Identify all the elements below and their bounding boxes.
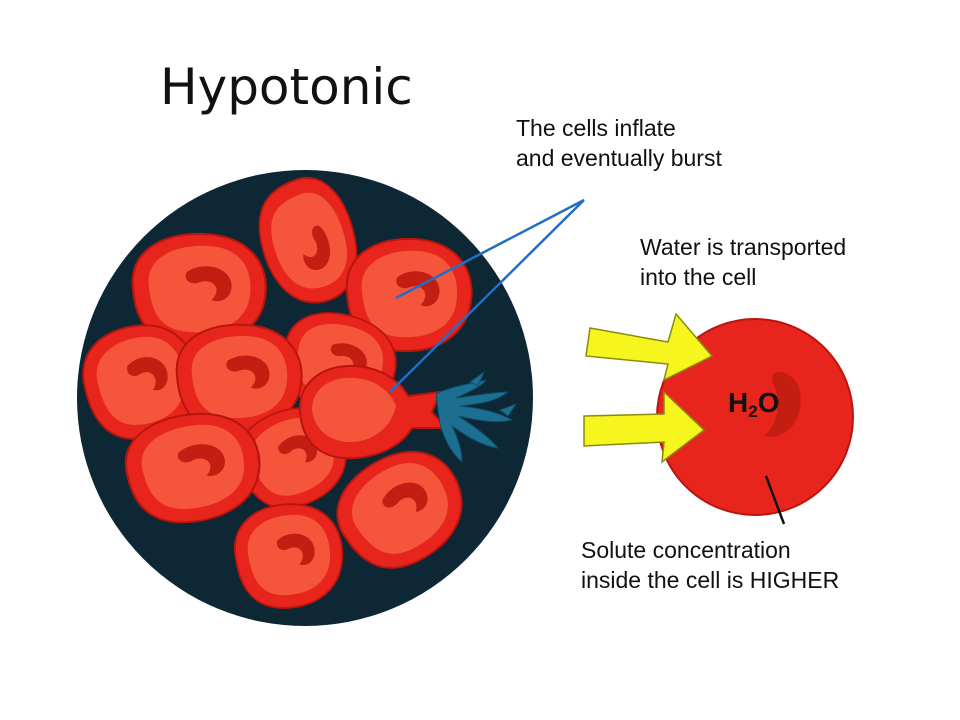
cell-highlight (764, 372, 801, 438)
annotation-line: inside the cell is HIGHER (581, 567, 840, 593)
annotation-burst: The cells inflate and eventually burst (516, 113, 722, 173)
bursting-cell (298, 364, 518, 464)
annotation-solute: Solute concentration inside the cell is … (581, 535, 839, 595)
pointer-lines (389, 198, 585, 393)
annotation-water: Water is transported into the cell (640, 232, 846, 292)
annotation-line: The cells inflate (516, 115, 676, 141)
annotation-line: Water is transported (640, 234, 847, 260)
arrow-right-icon (583, 390, 706, 464)
h2o-main: H (728, 387, 749, 418)
burst-splash-icon (435, 370, 518, 464)
h2o-label: H2O (728, 387, 779, 422)
page-title: Hypotonic (160, 58, 413, 116)
annotation-line: Solute concentration (581, 537, 791, 563)
annotation-line: and eventually burst (516, 145, 722, 171)
h2o-tail: O (757, 387, 780, 418)
h2o-subscript: 2 (748, 402, 758, 421)
annotation-line: into the cell (640, 264, 757, 290)
solute-pointer-line (764, 475, 786, 525)
arrow-right-icon (585, 312, 714, 382)
